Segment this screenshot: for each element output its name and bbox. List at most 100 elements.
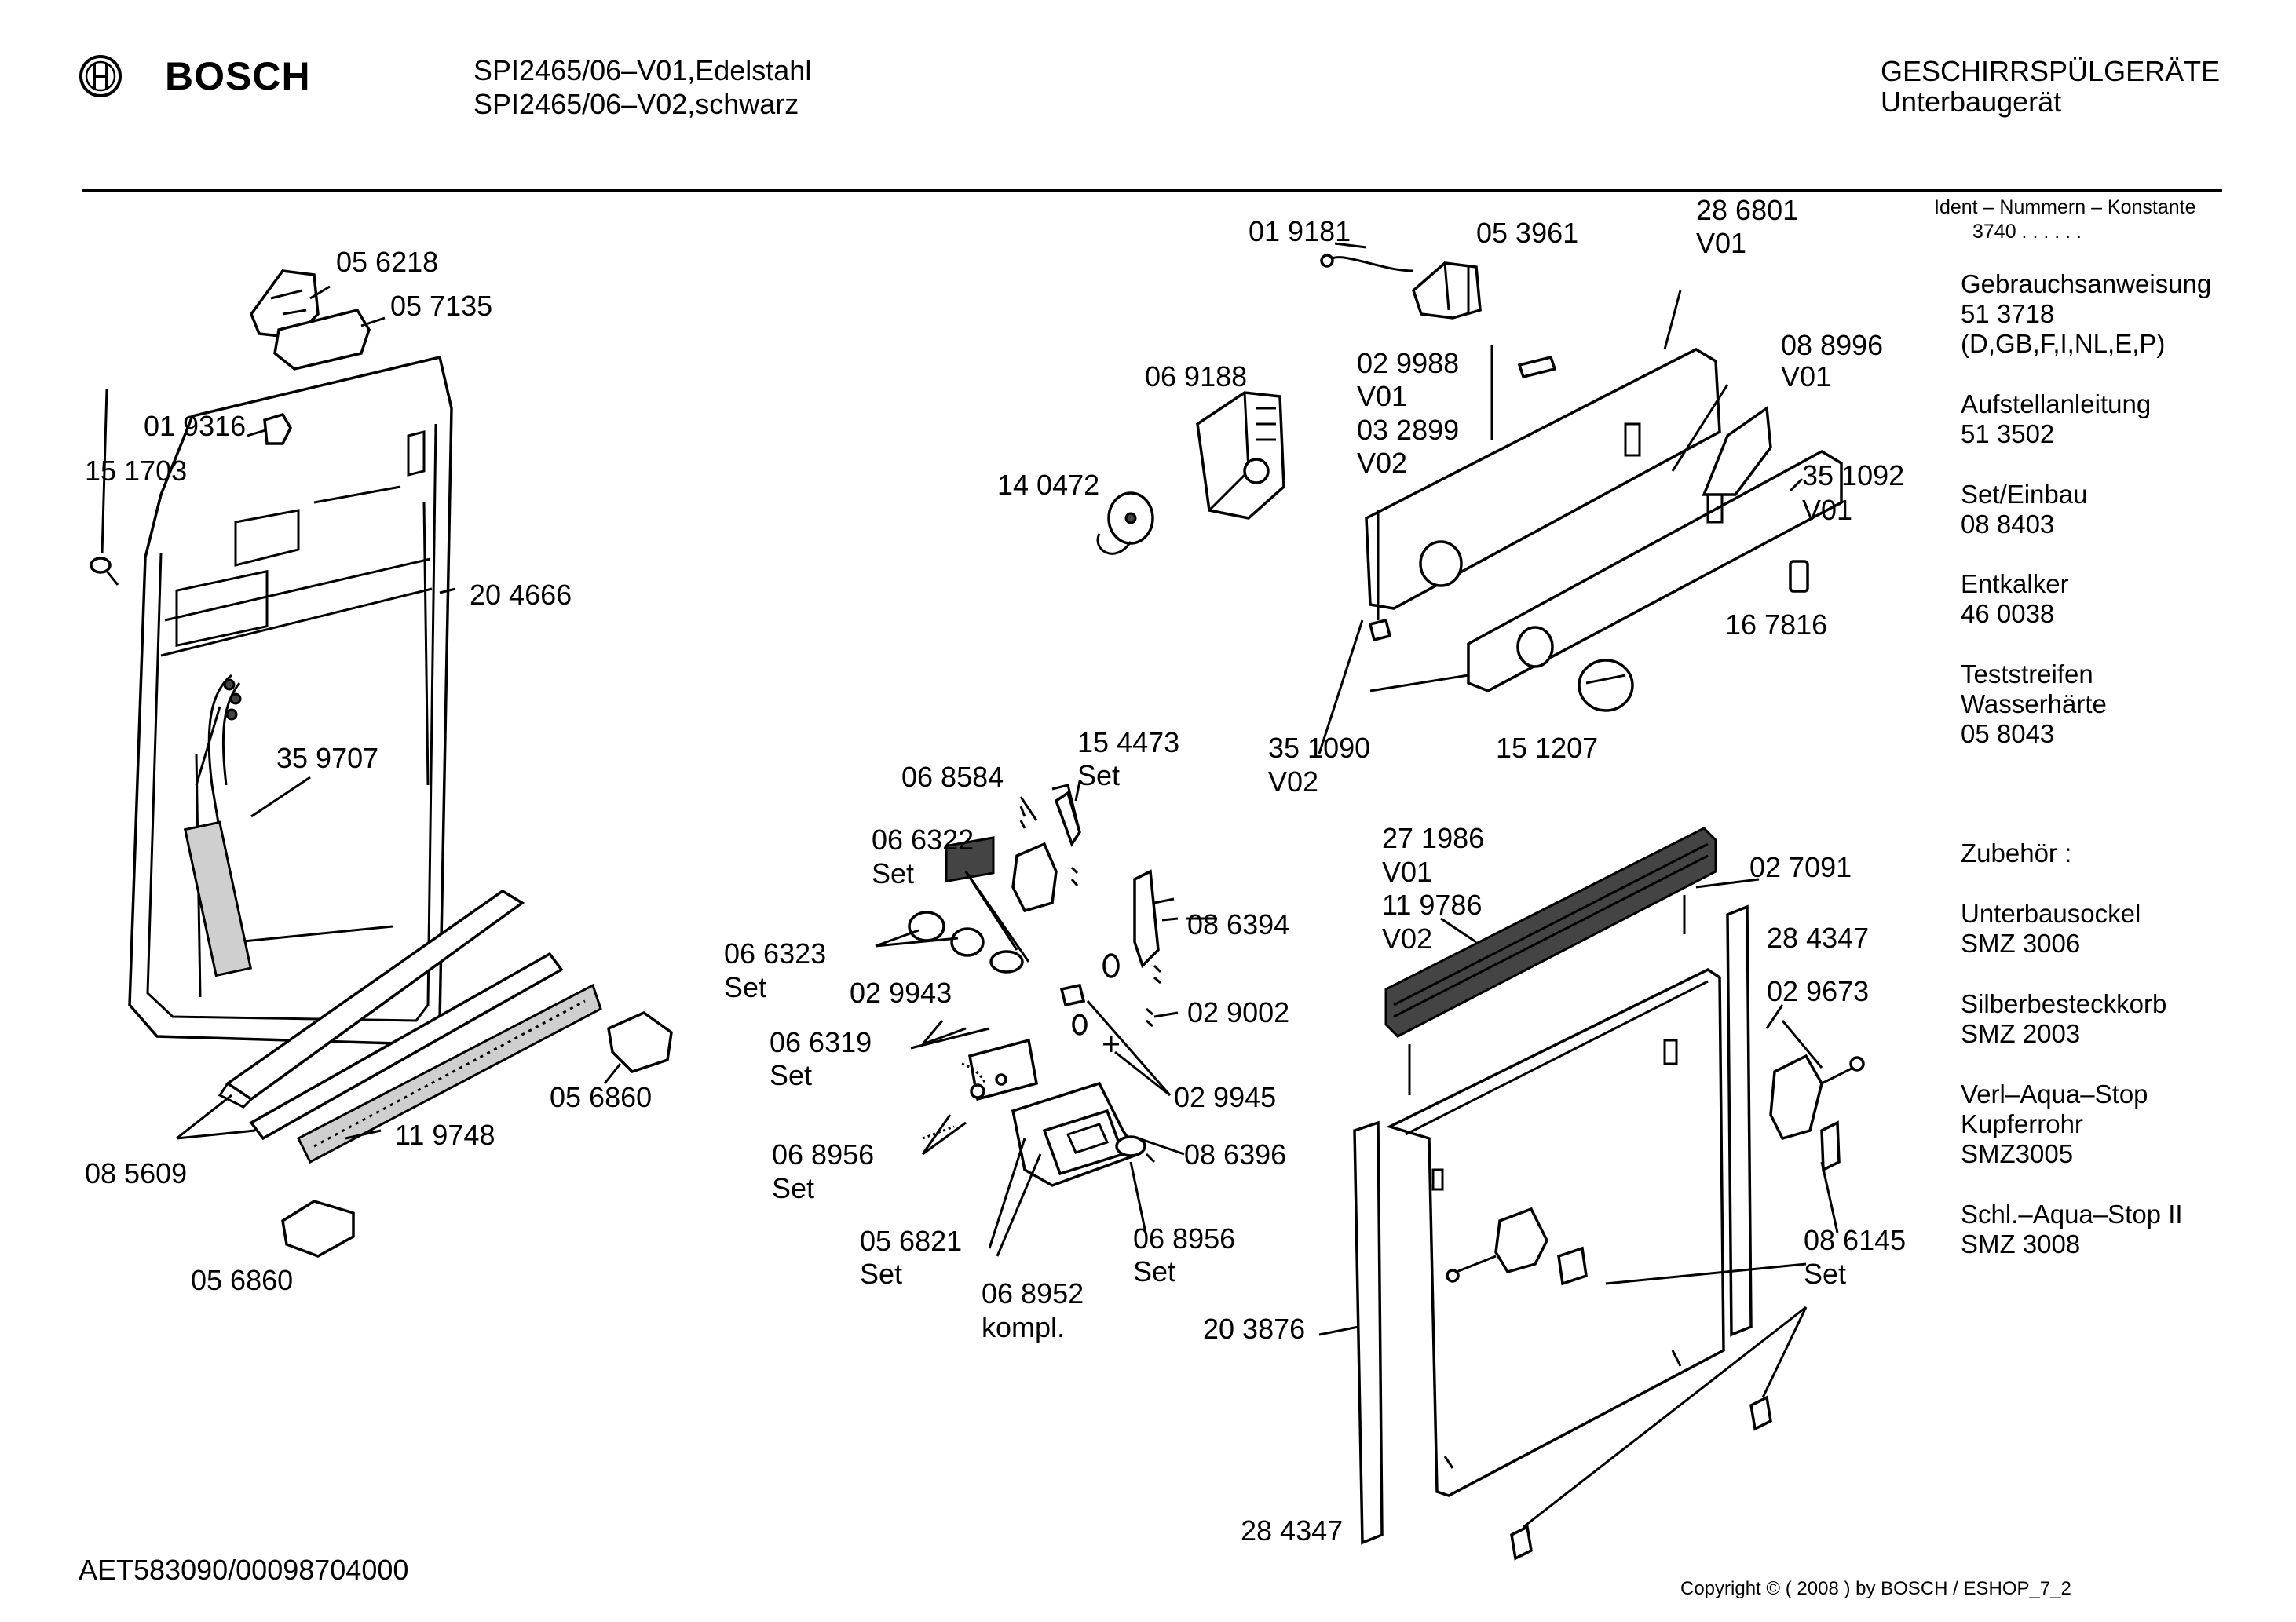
part-label: 35 9707 — [276, 742, 379, 774]
foam-block-drawing-2 — [281, 1200, 355, 1258]
part-label: V02 — [1357, 447, 1408, 479]
rotary-knob-drawing — [1578, 659, 1634, 712]
part-label: 05 6860 — [550, 1081, 653, 1113]
part-label: V01 — [1382, 856, 1433, 888]
hinge-latch-drawing — [250, 269, 371, 371]
part-label: V02 — [1268, 765, 1319, 798]
pin-drawing — [1517, 355, 1557, 379]
part-label: 11 9786 — [1382, 889, 1483, 921]
part-label: 05 6821 — [860, 1225, 963, 1257]
doc-languages: (D,GB,F,I,NL,E,P) — [1961, 329, 2166, 358]
part-label: 03 2899 — [1357, 414, 1460, 446]
part-label: 06 8956 — [1133, 1222, 1236, 1255]
doc-title: Gebrauchsanweisung — [1961, 269, 2212, 298]
part-label: 28 4347 — [1767, 922, 1870, 954]
part-label: 08 6396 — [1184, 1138, 1287, 1171]
part-label: 28 6801 — [1696, 194, 1799, 226]
part-label: 27 1986 — [1382, 822, 1485, 854]
control-housing-drawing — [1365, 347, 1721, 642]
part-label: 05 6218 — [336, 246, 439, 278]
part-label: 02 9945 — [1174, 1081, 1277, 1113]
part-label: 06 8952 — [982, 1277, 1084, 1310]
part-label: 06 9188 — [1145, 360, 1248, 393]
doc-number: 08 8403 — [1961, 510, 2055, 539]
part-label: 28 4347 — [1241, 1514, 1344, 1547]
accessory-code: SMZ 3006 — [1961, 929, 2081, 958]
accessories-title: Zubehör : — [1961, 838, 2072, 868]
part-label: 15 4473 — [1077, 726, 1180, 758]
part-label: 01 9181 — [1249, 215, 1351, 247]
category-title: GESCHIRRSPÜLGERÄTE — [1881, 55, 2221, 87]
part-label: Set — [770, 1059, 813, 1091]
small-cap-drawing — [1789, 560, 1809, 593]
part-label: 08 5609 — [85, 1157, 188, 1189]
accessory-name: Schl.–Aqua–Stop II — [1961, 1200, 2183, 1229]
part-label: V01 — [1781, 360, 1832, 393]
copyright-notice: Copyright © ( 2008 ) by BOSCH / ESHOP_7_… — [1680, 1578, 2071, 1599]
part-label: 15 1703 — [85, 455, 188, 487]
doc-number: 05 8043 — [1961, 719, 2055, 748]
part-label: V01 — [1802, 494, 1853, 526]
ident-value: 3740 . . . . . . — [1972, 221, 2082, 243]
clip-drawing — [263, 412, 292, 445]
part-label: Set — [772, 1172, 815, 1204]
part-label: 05 6860 — [191, 1264, 294, 1296]
part-label: 06 6319 — [770, 1026, 872, 1058]
door-latch-drawing — [908, 784, 1175, 1187]
part-label: V01 — [1696, 227, 1747, 259]
document-code: AET583090/00098704000 — [79, 1554, 409, 1586]
part-label: Set — [1804, 1258, 1847, 1290]
doc-title-2: Wasserhärte — [1961, 689, 2107, 718]
model-line-1: SPI2465/06–V01,Edelstahl — [473, 54, 812, 86]
part-label: 02 7091 — [1749, 851, 1852, 883]
part-label: 35 1092 — [1802, 459, 1905, 491]
doc-number: 46 0038 — [1961, 599, 2055, 628]
screw-drawing — [90, 388, 119, 586]
part-label: Set — [872, 857, 915, 890]
part-label: 05 7135 — [390, 290, 493, 322]
part-label: 16 7816 — [1725, 608, 1828, 641]
part-label: 06 8956 — [772, 1138, 875, 1171]
part-label: V02 — [1382, 922, 1433, 955]
doc-title: Aufstellanleitung — [1961, 389, 2152, 418]
timer-drawing — [1196, 391, 1285, 520]
part-label: 01 9316 — [144, 410, 247, 442]
part-label: 02 9988 — [1357, 347, 1460, 379]
brand-name: BOSCH — [165, 54, 311, 98]
part-label: 02 9943 — [850, 977, 952, 1009]
outer-door-drawing — [1353, 827, 1865, 1561]
part-label: 35 1090 — [1268, 732, 1371, 764]
part-label: kompl. — [982, 1311, 1066, 1343]
accessory-code: SMZ3005 — [1961, 1139, 2074, 1168]
part-label: Set — [860, 1258, 903, 1290]
accessory-name-2: Kupferrohr — [1961, 1109, 2083, 1138]
part-label: Set — [1077, 759, 1121, 791]
foam-block-drawing-1 — [607, 1010, 673, 1074]
ident-title: Ident – Nummern – Konstante — [1934, 196, 2196, 218]
door-strips-drawing — [218, 889, 602, 1164]
doc-number: 51 3502 — [1961, 419, 2055, 448]
part-label: 20 4666 — [470, 579, 572, 611]
part-label: 02 9002 — [1187, 996, 1290, 1028]
part-label: Set — [1133, 1255, 1176, 1288]
accessory-name: Verl–Aqua–Stop — [1961, 1080, 2148, 1109]
part-label: 14 0472 — [997, 469, 1100, 501]
accessory-code: SMZ 2003 — [1961, 1019, 2081, 1048]
part-label: 08 6394 — [1187, 908, 1290, 941]
part-label: 06 6323 — [724, 937, 827, 970]
part-label: 15 1207 — [1496, 732, 1599, 764]
doc-title: Entkalker — [1961, 569, 2069, 598]
part-label: 11 9748 — [395, 1119, 495, 1151]
part-label: 20 3876 — [1203, 1313, 1306, 1345]
doc-number: 51 3718 — [1961, 299, 2055, 328]
part-label: 06 6322 — [872, 824, 974, 856]
doc-title: Set/Einbau — [1961, 480, 2088, 509]
part-label: 02 9673 — [1767, 975, 1870, 1007]
part-label: V01 — [1357, 380, 1408, 412]
subcategory-title: Unterbaugerät — [1881, 86, 2062, 118]
model-line-2: SPI2465/06–V02,schwarz — [473, 88, 799, 120]
accessory-name: Unterbausockel — [1961, 899, 2141, 928]
accessory-name: Silberbesteckkorb — [1961, 989, 2167, 1018]
doc-title: Teststreifen — [1961, 659, 2093, 689]
